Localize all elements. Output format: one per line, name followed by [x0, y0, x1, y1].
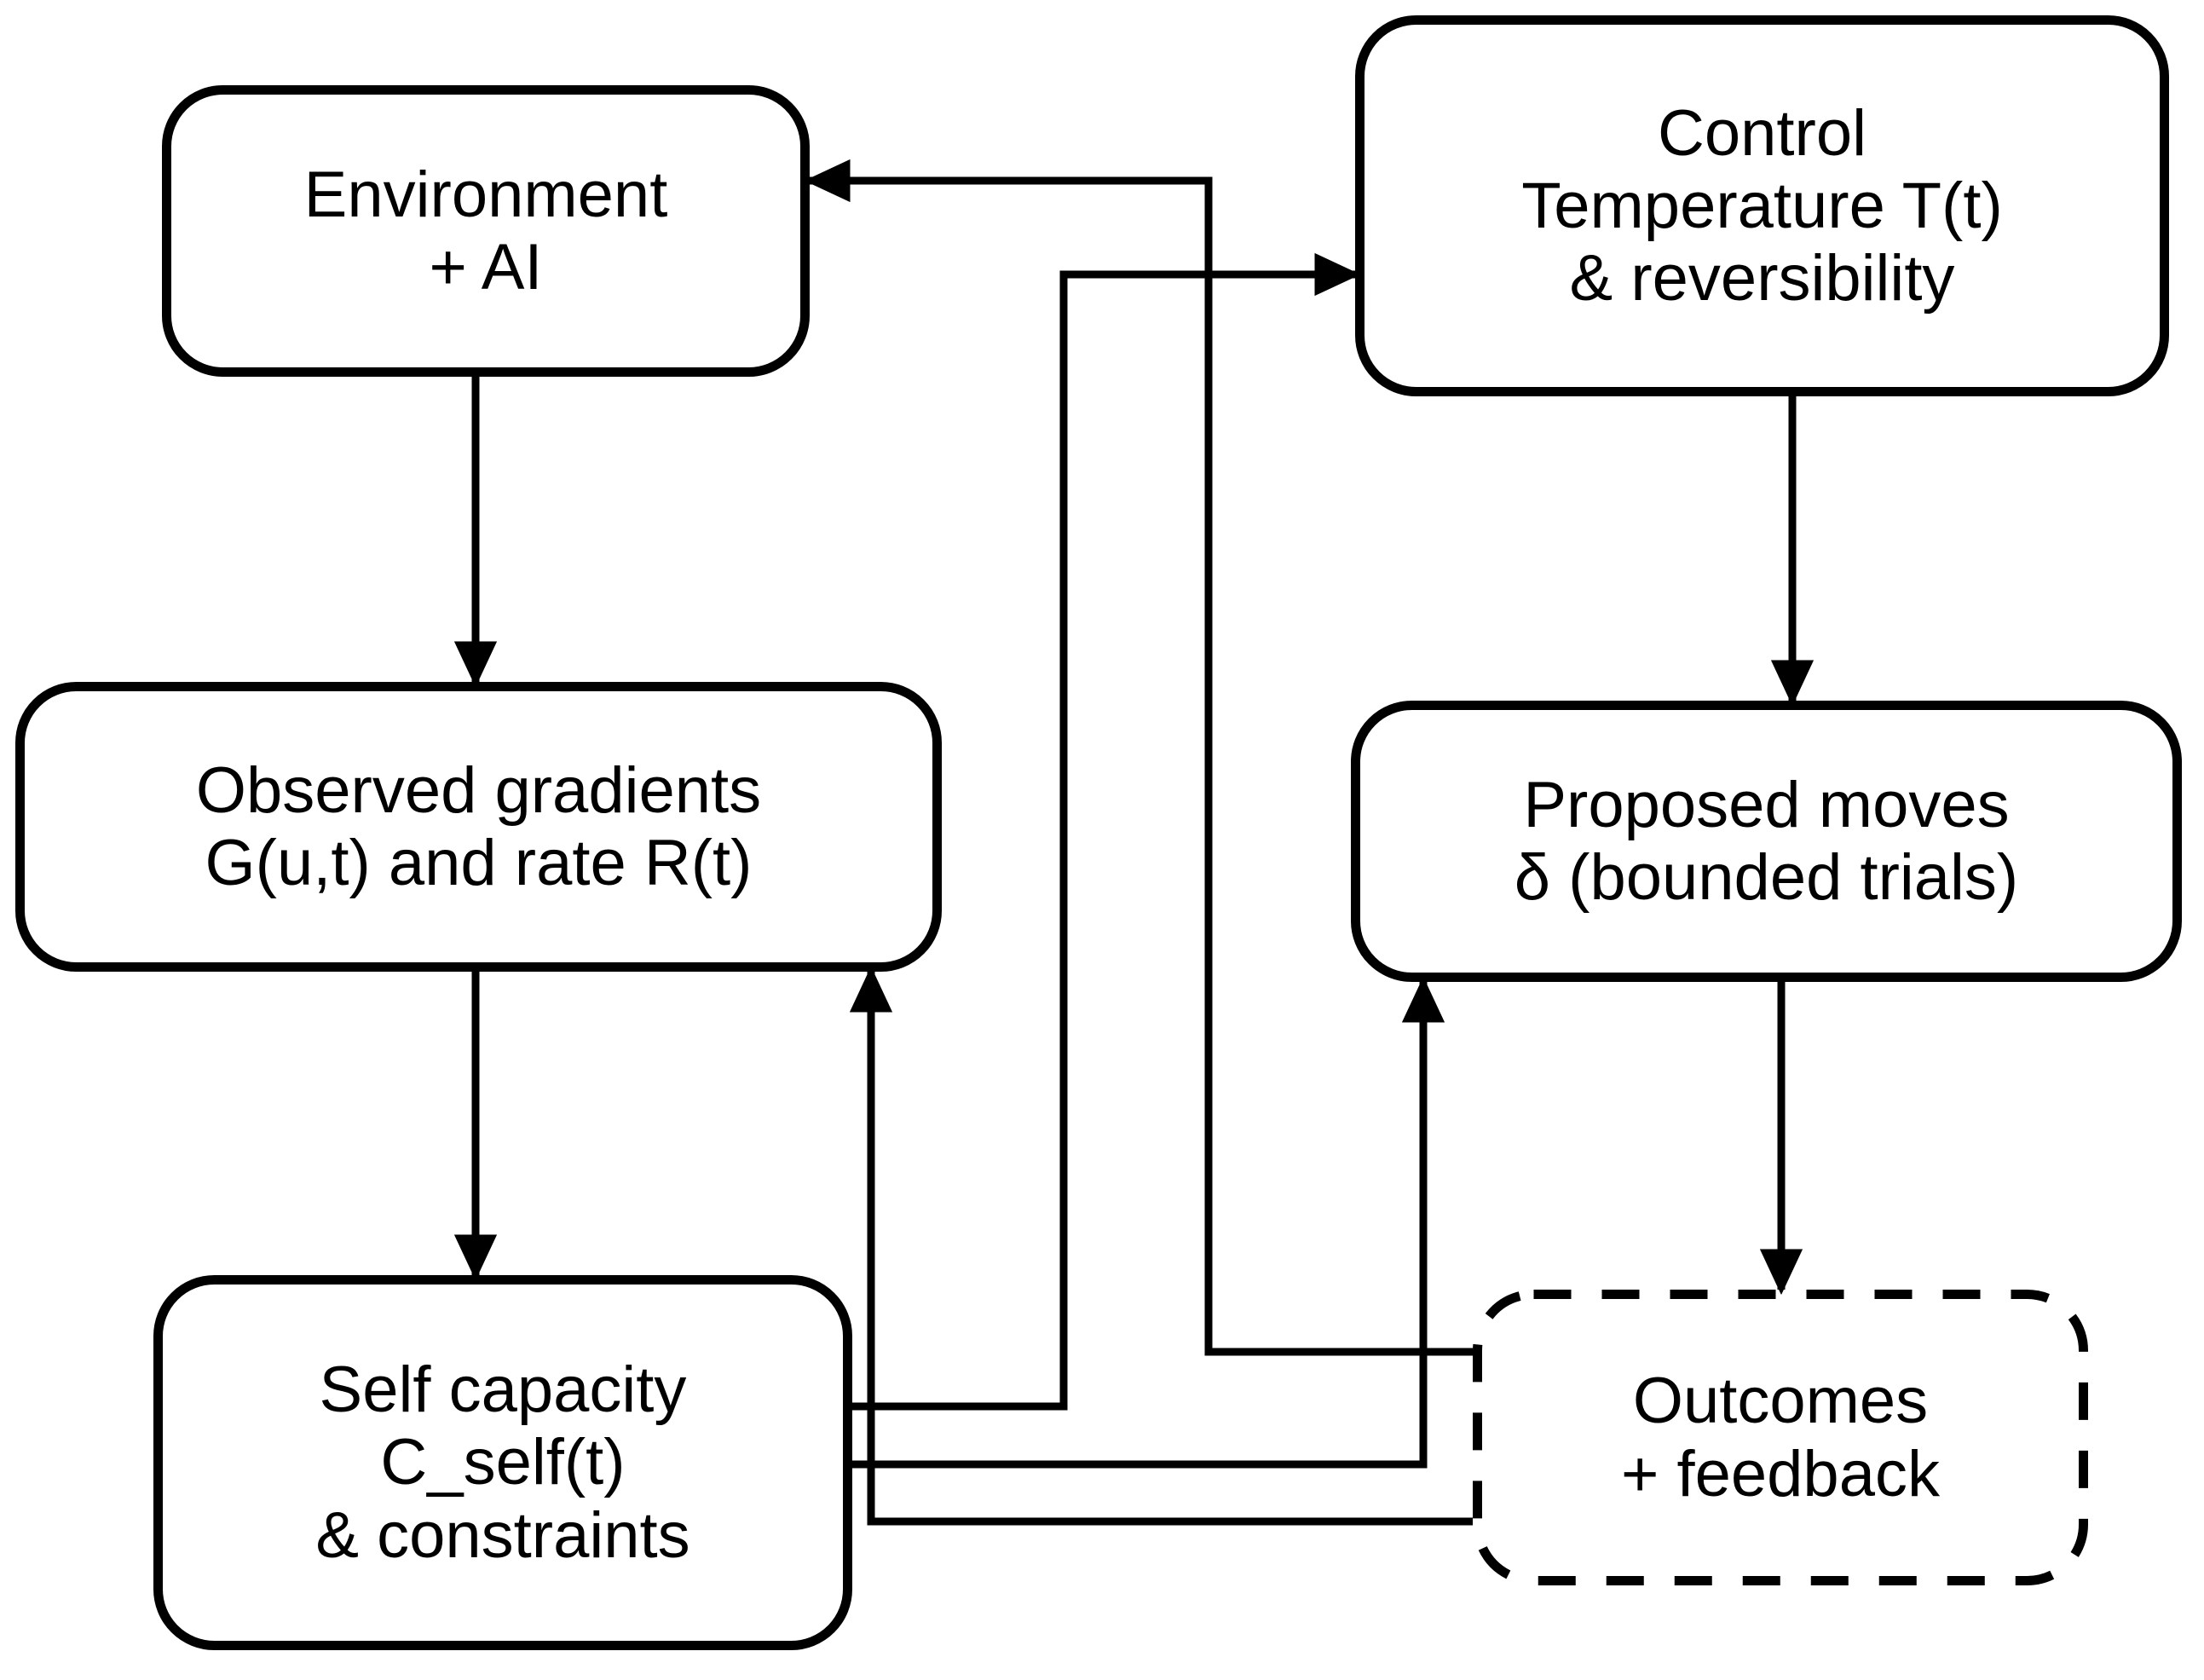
edge-self-capacity-to-control: [852, 252, 1361, 1411]
self-capacity-node[interactable]: [153, 1275, 852, 1650]
environment-ai-node[interactable]: [162, 85, 810, 377]
edges-layer: [453, 159, 1815, 1526]
proposed-moves-node[interactable]: [1351, 701, 2182, 982]
observed-gradients-node[interactable]: [15, 682, 942, 972]
edge-outcomes-to-environment: [804, 159, 1473, 1356]
edge-self-capacity-to-proposed: [852, 976, 1445, 1469]
outcomes-feedback-node[interactable]: [1473, 1290, 2088, 1585]
nodes-layer: [15, 15, 2182, 1650]
control-temperature-node[interactable]: [1355, 15, 2169, 396]
edge-outcomes-to-observed: [849, 966, 1473, 1526]
